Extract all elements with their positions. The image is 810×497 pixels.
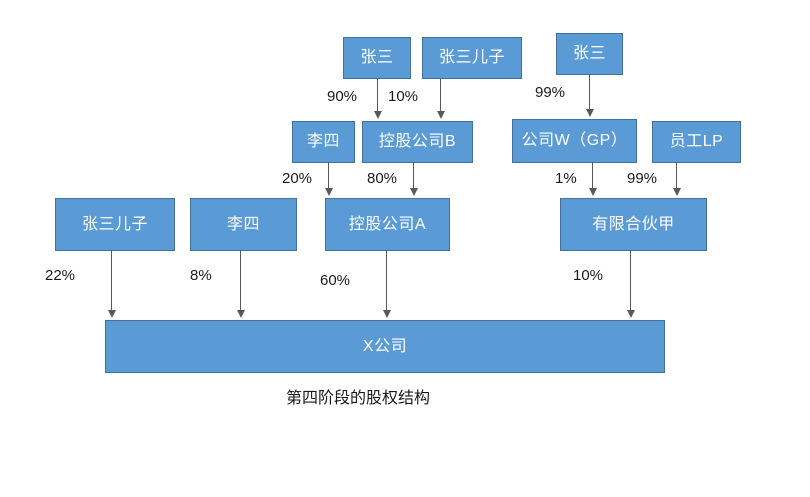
edge-line-e8 [111,251,112,310]
edge-label-e3: 99% [535,84,566,101]
edge-arrowhead-e2 [436,111,445,119]
node-holding_a[interactable]: 控股公司A [325,198,450,251]
edge-arrowhead-e6 [588,188,597,196]
node-zhangsan_right[interactable]: 张三 [556,33,623,75]
edge-label-e5: 80% [367,170,398,187]
edge-label-e11: 10% [573,267,604,284]
edge-arrowhead-e11 [626,310,635,318]
node-company_x[interactable]: X公司 [105,320,665,373]
diagram-caption: 第四阶段的股权结构 [286,390,431,407]
node-label: 控股公司A [348,215,427,233]
node-label: 张三 [360,49,394,67]
node-label: 有限合伙甲 [592,215,675,233]
node-lisi_low[interactable]: 李四 [190,198,297,251]
edge-label-e9: 8% [190,267,212,284]
edge-line-e3 [589,75,590,109]
edge-line-e10 [386,251,387,310]
node-label: 控股公司B [378,133,457,151]
node-employee_lp[interactable]: 员工LP [652,121,741,163]
edge-arrowhead-e9 [236,310,245,318]
node-zhangsan_son_top[interactable]: 张三儿子 [422,37,522,79]
edge-arrowhead-e8 [107,310,116,318]
edge-arrowhead-e5 [409,188,418,196]
edge-label-e1: 90% [327,88,358,105]
node-label: X公司 [362,337,408,355]
edge-label-e6: 1% [555,170,577,187]
edge-arrowhead-e3 [585,109,594,117]
edge-line-e7 [676,163,677,188]
edge-line-e2 [440,79,441,111]
edge-line-e11 [630,251,631,310]
edge-arrowhead-e7 [672,188,681,196]
edge-label-e2: 10% [388,88,419,105]
node-label: 张三 [572,45,606,63]
node-label: 李四 [306,133,340,151]
edge-line-e5 [413,163,414,188]
node-company_w_gp[interactable]: 公司W（GP） [512,119,637,163]
edge-line-e4 [328,163,329,188]
edge-label-e8: 22% [45,267,76,284]
node-limited_partner[interactable]: 有限合伙甲 [560,198,707,251]
node-label: 张三儿子 [438,49,505,67]
edge-line-e1 [377,79,378,111]
edge-label-e7: 99% [627,170,658,187]
edge-line-e6 [592,163,593,188]
edge-arrowhead-e10 [382,310,391,318]
edge-arrowhead-e4 [324,188,333,196]
node-zhangsan_top[interactable]: 张三 [343,37,411,79]
node-label: 张三儿子 [81,215,148,233]
node-label: 公司W（GP） [521,132,628,150]
edge-label-e10: 60% [320,272,351,289]
node-label: 员工LP [669,133,724,151]
edge-line-e9 [240,251,241,310]
node-zhangsan_son_low[interactable]: 张三儿子 [55,198,175,251]
edge-arrowhead-e1 [373,111,382,119]
node-lisi_mid[interactable]: 李四 [292,121,355,163]
edge-label-e4: 20% [282,170,313,187]
node-label: 李四 [226,215,260,233]
node-holding_b[interactable]: 控股公司B [362,121,473,163]
